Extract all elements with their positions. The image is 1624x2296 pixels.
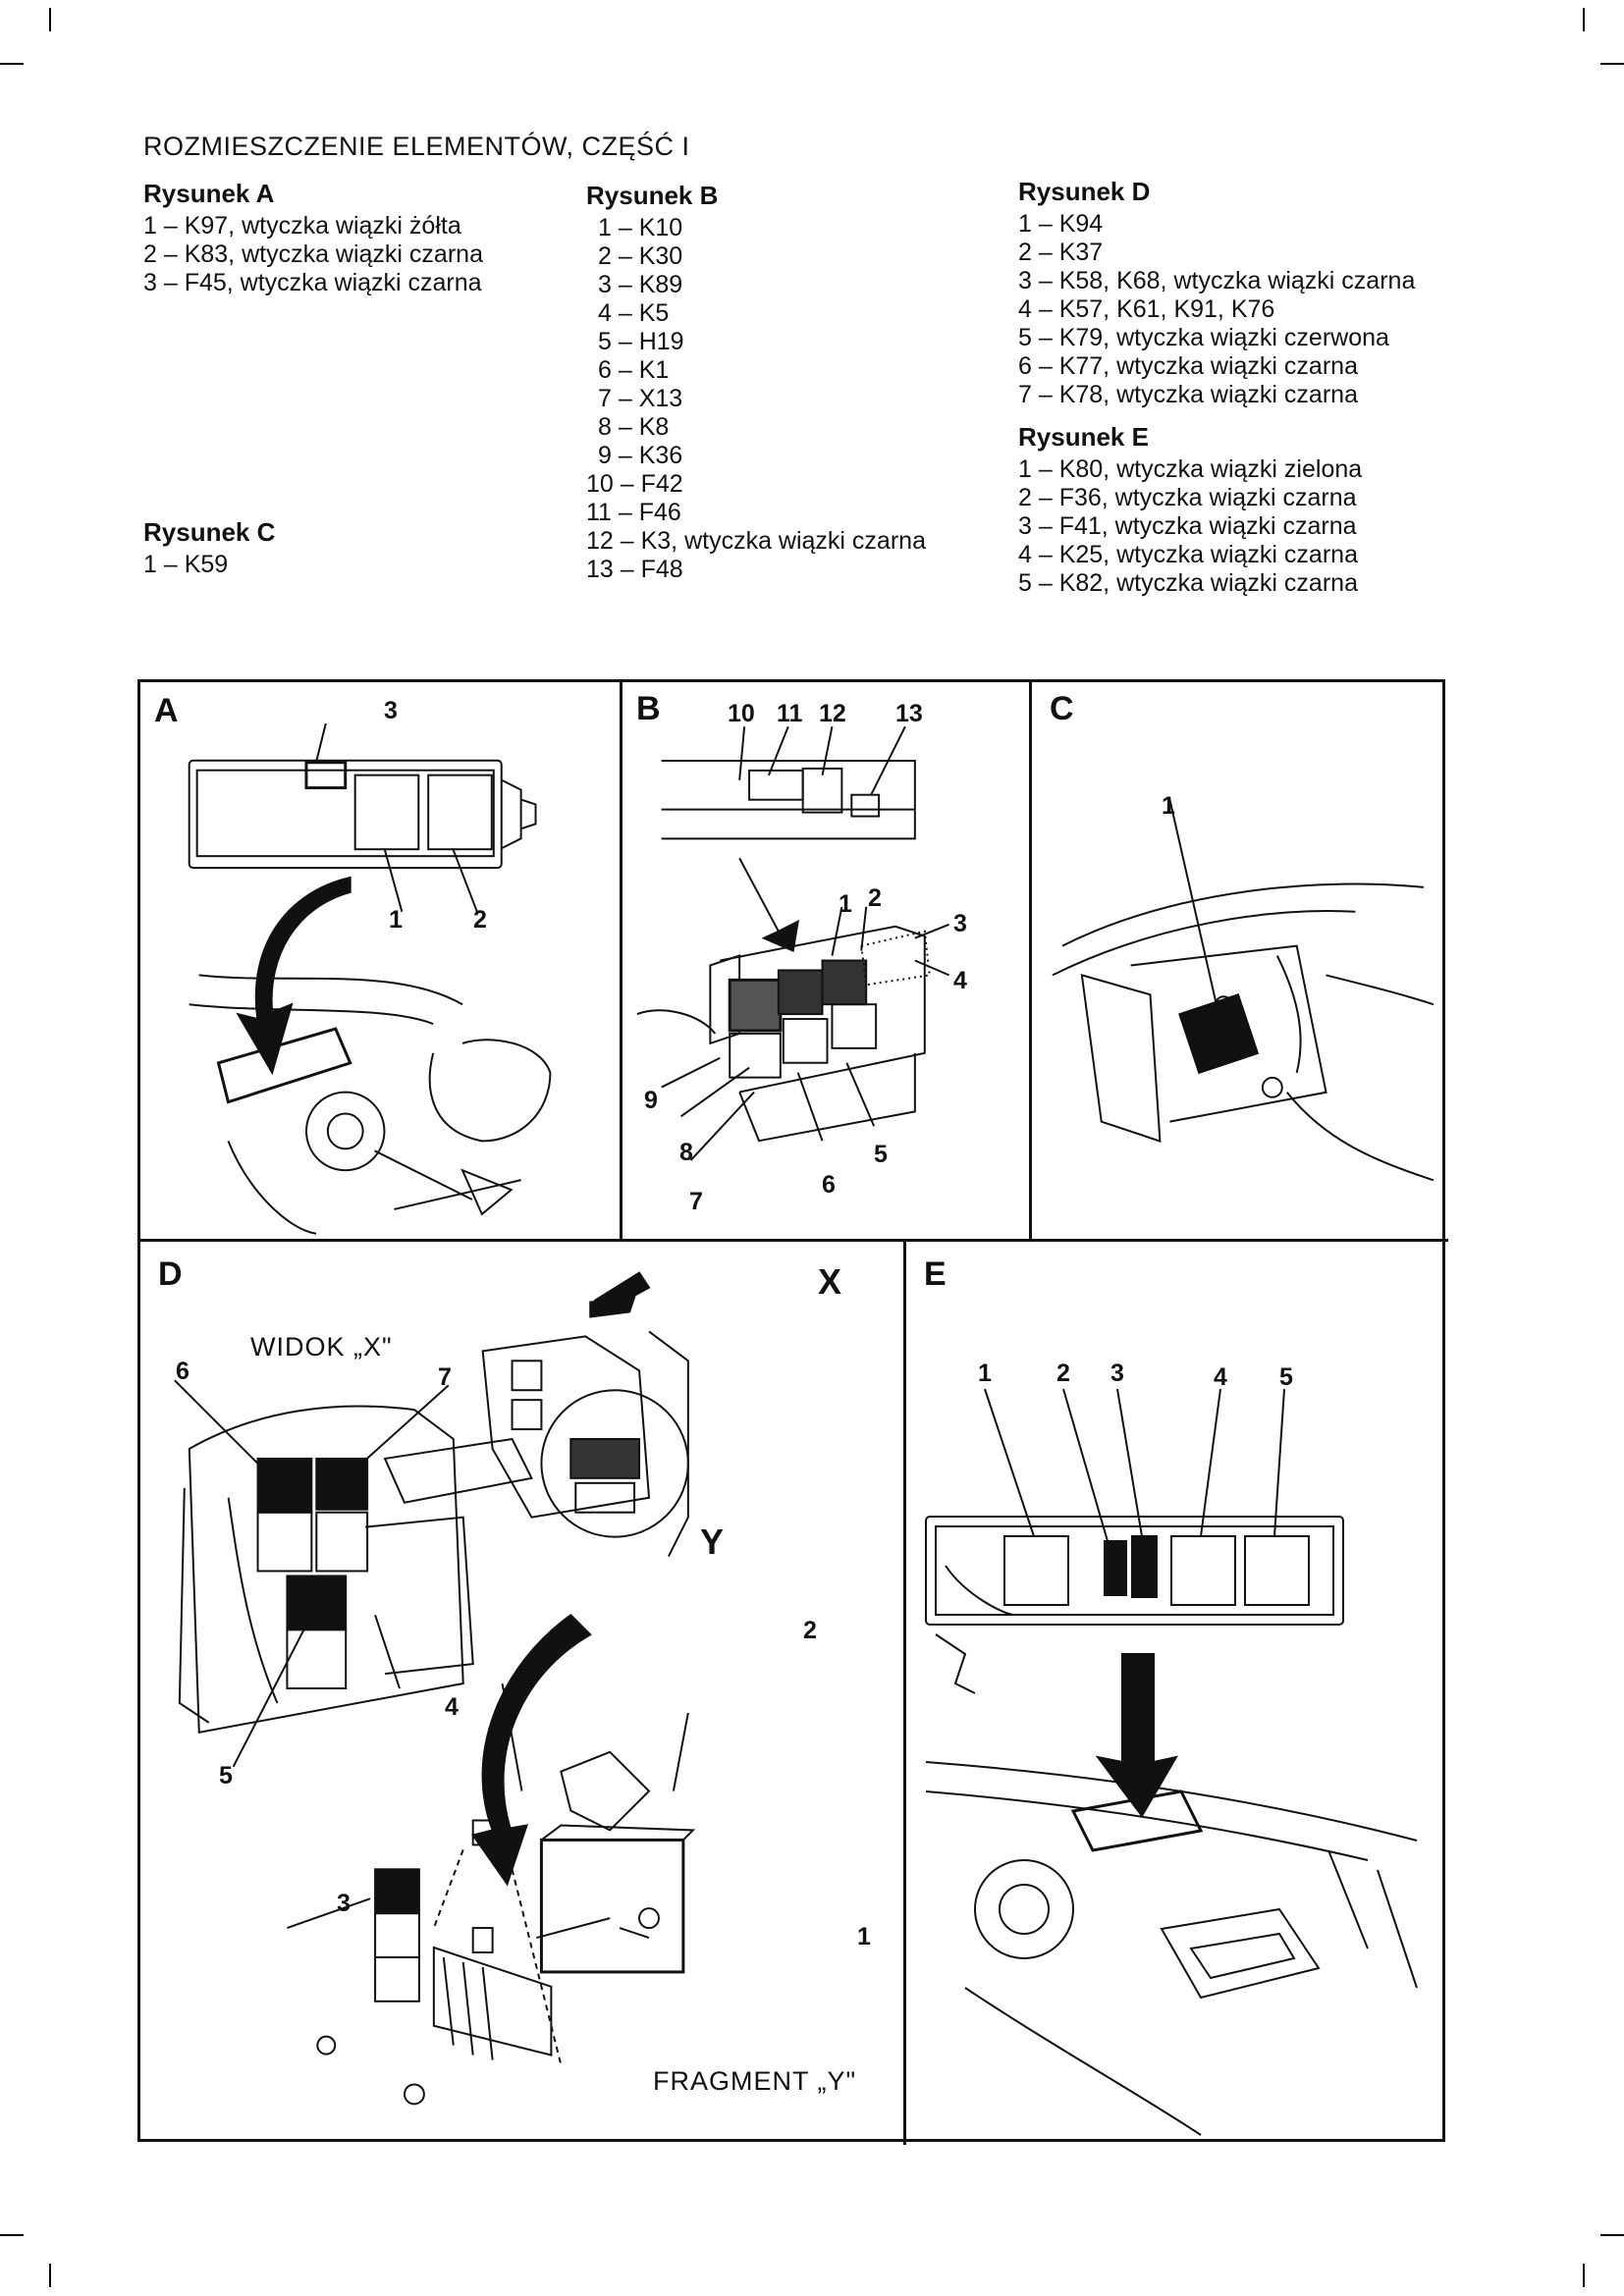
callout-label: 2 bbox=[803, 1617, 817, 1644]
legend-item: 2 – K83, wtyczka wiązki czarna bbox=[143, 240, 483, 268]
legend-item: 1 – K94 bbox=[1018, 210, 1104, 238]
crop-mark bbox=[49, 2264, 51, 2287]
legend-item: 5 – K79, wtyczka wiązki czerwona bbox=[1018, 324, 1389, 351]
panel-letter: C bbox=[1050, 690, 1074, 727]
panel-letter: E bbox=[924, 1255, 947, 1293]
crop-mark bbox=[0, 63, 24, 65]
panel-d-drawing bbox=[174, 1271, 696, 2106]
callout-label: 10 bbox=[728, 700, 755, 727]
panel-letter: A bbox=[154, 692, 179, 729]
callout-label: 5 bbox=[874, 1141, 888, 1168]
panel-letter: B bbox=[636, 690, 661, 727]
legend-item: 5 – H19 bbox=[598, 328, 684, 355]
panel-c-drawing bbox=[1052, 799, 1435, 1182]
legend-item: 10 – F42 bbox=[586, 470, 683, 498]
crop-mark bbox=[49, 8, 51, 31]
legend-item: 3 – F41, wtyczka wiązki czarna bbox=[1018, 512, 1357, 540]
fragment-caption: FRAGMENT „Y" bbox=[653, 2066, 857, 2096]
legend-item: 3 – K89 bbox=[598, 271, 683, 298]
crop-mark bbox=[1583, 8, 1585, 31]
callout-label: 4 bbox=[953, 967, 967, 994]
legend-heading-e: Rysunek E bbox=[1018, 422, 1149, 452]
legend-item: 1 – K97, wtyczka wiązki żółta bbox=[143, 212, 461, 240]
crop-mark bbox=[1600, 63, 1624, 65]
legend-heading-b: Rysunek B bbox=[586, 181, 719, 210]
legend-item: 3 – K58, K68, wtyczka wiązki czarna bbox=[1018, 267, 1416, 294]
legend-item: 11 – F46 bbox=[586, 499, 681, 526]
legend-column-left: Rysunek A 1 – K97, wtyczka wiązki żółta … bbox=[143, 180, 483, 297]
page-title: ROZMIESZCZENIE ELEMENTÓW, CZĘŚĆ I bbox=[143, 132, 690, 161]
legend-item: 7 – X13 bbox=[598, 385, 683, 412]
legend-heading-d: Rysunek D bbox=[1018, 177, 1151, 206]
panel-d: D X Y WIDOK „X" FRAGMENT „Y" 6 7 4 5 2 3… bbox=[140, 1242, 906, 2145]
legend-column-middle: Rysunek B 1 – K10 2 – K30 3 – K89 4 – K5… bbox=[586, 182, 926, 584]
callout-label: 1 bbox=[978, 1360, 992, 1387]
legend-item: 8 – K8 bbox=[598, 413, 670, 441]
callout-label: 7 bbox=[438, 1363, 452, 1391]
panel-a: A 3 1 2 bbox=[140, 682, 623, 1242]
callout-label: 4 bbox=[1214, 1363, 1227, 1391]
callout-label: 1 bbox=[857, 1923, 871, 1950]
legend-item: 2 – F36, wtyczka wiązki czarna bbox=[1018, 484, 1357, 511]
legend-column-right: Rysunek D 1 – K94 2 – K37 3 – K58, K68, … bbox=[1018, 178, 1415, 598]
panel-b-drawing bbox=[636, 725, 949, 1161]
legend-item: 9 – K36 bbox=[598, 442, 683, 469]
panel-b: B 10 11 12 13 1 2 3 4 9 8 7 6 5 bbox=[623, 682, 1032, 1242]
callout-label: 5 bbox=[1279, 1363, 1293, 1391]
callout-label: 1 bbox=[1162, 792, 1175, 820]
callout-label: 3 bbox=[1110, 1360, 1124, 1387]
legend-item: 3 – F45, wtyczka wiązki czarna bbox=[143, 269, 482, 296]
figure-frame: A 3 1 2 bbox=[137, 679, 1448, 2145]
callout-label: 2 bbox=[868, 884, 882, 912]
legend-item: 4 – K5 bbox=[598, 299, 670, 327]
panel-a-drawing bbox=[188, 722, 552, 1235]
legend-column-left-c: Rysunek C 1 – K59 bbox=[143, 518, 275, 579]
callout-label: 3 bbox=[337, 1890, 351, 1917]
panel-letter: D bbox=[158, 1255, 183, 1293]
panel-e: E 1 2 3 4 5 bbox=[906, 1242, 1448, 2145]
legend-item: 1 – K80, wtyczka wiązki zielona bbox=[1018, 455, 1363, 483]
legend-heading-a: Rysunek A bbox=[143, 179, 275, 208]
legend-item: 7 – K78, wtyczka wiązki czarna bbox=[1018, 381, 1358, 408]
legend-item: 4 – K57, K61, K91, K76 bbox=[1018, 295, 1275, 323]
crop-mark bbox=[0, 2234, 24, 2236]
callout-label: 6 bbox=[822, 1171, 836, 1199]
callout-label: 7 bbox=[689, 1188, 703, 1215]
panel-c: C 1 bbox=[1032, 682, 1448, 1242]
callout-label: 8 bbox=[679, 1139, 693, 1166]
crop-mark bbox=[1583, 2264, 1585, 2287]
callout-label: 11 bbox=[777, 700, 803, 727]
callout-label: 4 bbox=[445, 1693, 459, 1721]
callout-label: 13 bbox=[895, 700, 923, 727]
callout-label: 9 bbox=[644, 1087, 658, 1114]
legend-item: 6 – K1 bbox=[598, 356, 670, 384]
legend-item: 12 – K3, wtyczka wiązki czarna bbox=[586, 527, 926, 555]
legend-heading-c: Rysunek C bbox=[143, 517, 276, 547]
panel-e-drawing bbox=[925, 1388, 1418, 2136]
legend-item: 2 – K37 bbox=[1018, 239, 1104, 266]
legend-item: 2 – K30 bbox=[598, 242, 683, 270]
callout-label: 5 bbox=[219, 1762, 233, 1789]
marker-x: X bbox=[818, 1261, 842, 1302]
marker-y: Y bbox=[700, 1522, 725, 1562]
callout-label: 12 bbox=[819, 700, 846, 727]
callout-label: 2 bbox=[473, 906, 487, 934]
legend-item: 1 – K10 bbox=[598, 214, 683, 241]
callout-label: 3 bbox=[953, 910, 967, 937]
legend-item: 4 – K25, wtyczka wiązki czarna bbox=[1018, 541, 1358, 568]
callout-label: 2 bbox=[1056, 1360, 1070, 1387]
crop-mark bbox=[1600, 2234, 1624, 2236]
callout-label: 1 bbox=[839, 890, 852, 918]
legend-item: 1 – K59 bbox=[143, 551, 229, 578]
callout-label: 6 bbox=[176, 1358, 189, 1385]
view-caption: WIDOK „X" bbox=[250, 1332, 393, 1362]
legend-item: 6 – K77, wtyczka wiązki czarna bbox=[1018, 352, 1358, 380]
legend-item: 13 – F48 bbox=[586, 556, 683, 583]
legend-item: 5 – K82, wtyczka wiązki czarna bbox=[1018, 569, 1358, 597]
callout-label: 1 bbox=[389, 906, 403, 934]
callout-label: 3 bbox=[384, 697, 398, 724]
